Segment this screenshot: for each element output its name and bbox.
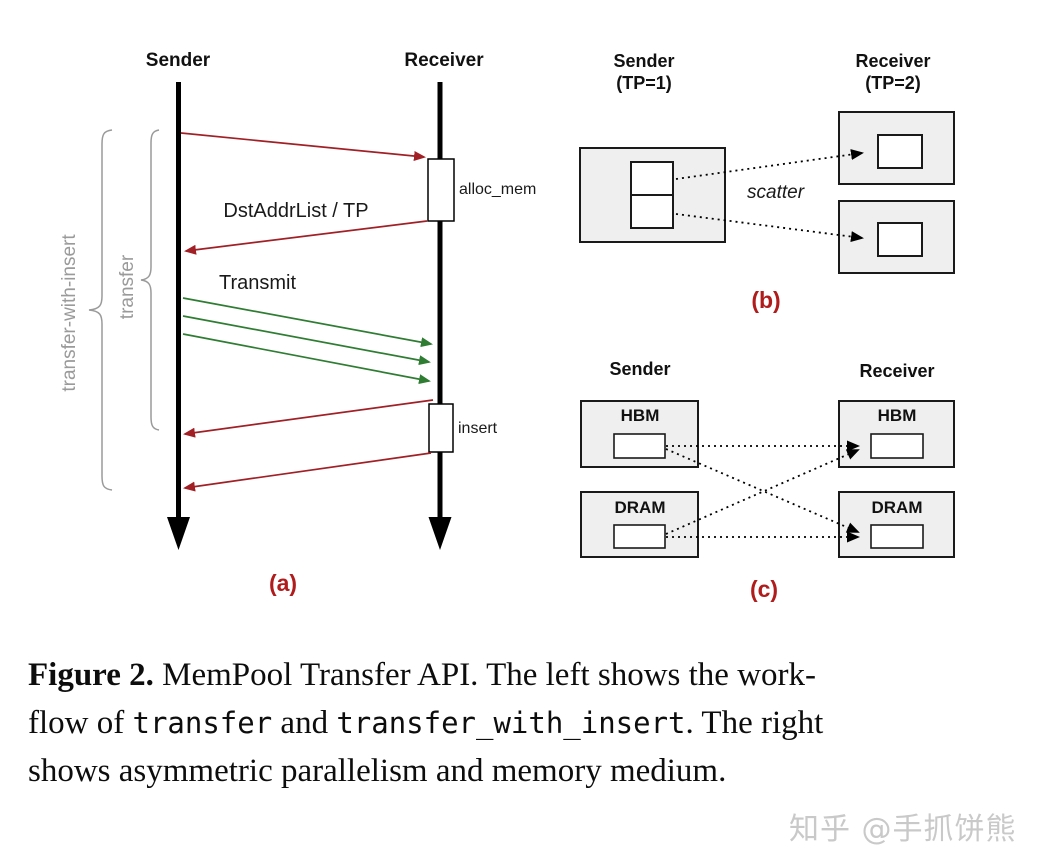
- c-sender-dram-box: [580, 491, 699, 558]
- caption-line-2: flow of transfer and transfer_with_inser…: [28, 705, 824, 741]
- zhihu-watermark: 知乎 @手抓饼熊: [789, 812, 1017, 847]
- insert-label: insert: [458, 420, 498, 437]
- c-sender-hbm-label: HBM: [620, 406, 660, 425]
- b-receiver-tp: (TP=2): [865, 73, 921, 93]
- transfer-with-insert-brace: [88, 129, 113, 491]
- panel-b-letter: (b): [751, 287, 781, 313]
- b-sender-title: Sender: [613, 51, 675, 71]
- insert-ack-arrow-1: [183, 399, 434, 438]
- insert-ack-arrow-2: [183, 452, 432, 492]
- a-receiver-header: Receiver: [404, 50, 484, 71]
- alloc-mem-activation-box: [427, 158, 455, 222]
- figure-drawing: [88, 82, 955, 558]
- transmit-arrow-3: [182, 333, 431, 385]
- b-receiver-cell-1: [877, 134, 923, 169]
- transfer-with-insert-bracket-label: transfer-with-insert: [59, 234, 80, 392]
- alloc-mem-label: alloc_mem: [459, 181, 537, 198]
- caption-figure-label: Figure 2.: [28, 657, 154, 693]
- c-receiver-hbm-buffer: [870, 433, 924, 459]
- c-receiver-hbm-label: HBM: [877, 406, 917, 425]
- dst-addr-response-arrow: [184, 220, 428, 255]
- caption-line-1: Figure 2. MemPool Transfer API. The left…: [28, 657, 817, 693]
- b-receiver-title: Receiver: [855, 51, 931, 71]
- b-sender-header: Sender (TP=1): [613, 50, 674, 94]
- sender-lifeline-arrowhead-icon: [167, 517, 190, 550]
- b-sender-tp: (TP=1): [616, 73, 672, 93]
- receiver-lifeline-arrowhead-icon: [428, 517, 452, 550]
- transfer-code: transfer: [132, 706, 273, 740]
- dram-to-hbm-arrow: [665, 449, 860, 535]
- b-sender-cell-2: [630, 194, 674, 229]
- c-sender-dram-buffer: [613, 524, 666, 549]
- caption-line-3: shows asymmetric parallelism and memory …: [28, 753, 727, 789]
- c-receiver-header: Receiver: [859, 361, 935, 381]
- transmit-arrow-1: [182, 297, 433, 348]
- b-receiver-cell-2: [877, 222, 923, 257]
- transfer-bracket-label: transfer: [117, 254, 138, 320]
- b-receiver-header: Receiver (TP=2): [855, 50, 930, 94]
- a-sender-header: Sender: [145, 50, 211, 71]
- insert-activation-box: [428, 403, 454, 453]
- transmit-label: Transmit: [219, 272, 297, 294]
- transmit-arrow-2: [182, 315, 431, 366]
- transfer-brace: [140, 129, 160, 431]
- figure-caption: Figure 2. MemPool Transfer API. The left…: [28, 651, 1028, 795]
- panel-c-letter: (c): [749, 576, 779, 602]
- dst-addr-label: DstAddrList / TP: [223, 200, 369, 222]
- scatter-arrow-2: [675, 213, 864, 243]
- scatter-label: scatter: [747, 182, 805, 203]
- alloc-request-arrow: [180, 132, 426, 161]
- c-sender-hbm-buffer: [613, 433, 666, 459]
- b-sender-cell-1: [630, 161, 674, 196]
- c-sender-dram-label: DRAM: [614, 498, 666, 517]
- scatter-arrow-1: [675, 149, 864, 180]
- c-receiver-dram-label: DRAM: [871, 498, 923, 517]
- panel-a-letter: (a): [268, 570, 298, 596]
- hbm-to-dram-arrow: [665, 448, 860, 533]
- c-receiver-dram-buffer: [870, 524, 924, 549]
- c-sender-header: Sender: [609, 359, 671, 379]
- transfer-with-insert-code: transfer_with_insert: [336, 706, 686, 740]
